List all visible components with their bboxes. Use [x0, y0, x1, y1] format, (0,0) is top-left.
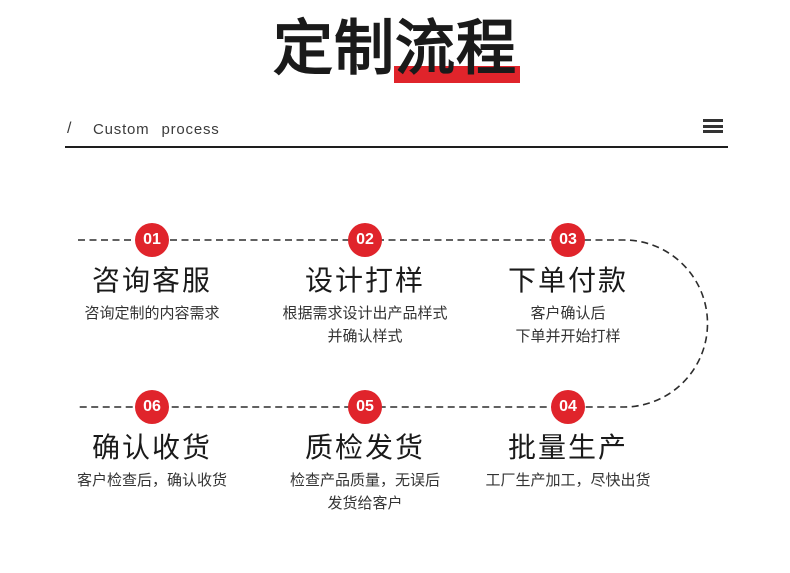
hamburger-menu-icon — [703, 119, 723, 133]
header-divider — [65, 146, 728, 148]
page-title: 定制流程 — [0, 8, 790, 90]
step-03-desc-line1: 客户确认后 — [530, 305, 606, 322]
step-04-desc-line1: 工厂生产加工，尽快出货 — [485, 472, 651, 489]
step-06-desc-line1: 客户检查后，确认收货 — [76, 472, 227, 489]
step-04-title: 批量生产 — [507, 432, 628, 463]
step-01-desc: 咨询定制的内容需求 — [36, 302, 268, 325]
step-05-title: 质检发货 — [304, 432, 425, 463]
step-06-title: 确认收货 — [91, 432, 212, 463]
page-title-plain: 定制 — [273, 15, 395, 82]
step-03-badge: 03 — [551, 223, 585, 257]
step-06-desc: 客户检查后，确认收货 — [36, 469, 268, 492]
step-03-desc: 客户确认后 下单并开始打样 — [452, 302, 684, 348]
subtitle-text: Custom process — [93, 121, 220, 138]
step-05: 05 质检发货 检查产品质量，无误后 发货给客户 — [249, 390, 481, 515]
page-title-highlight: 流程 — [394, 8, 520, 90]
step-04-badge: 04 — [551, 390, 585, 424]
step-02-desc-line1: 根据需求设计出产品样式 — [282, 305, 448, 322]
step-04: 04 批量生产 工厂生产加工，尽快出货 — [452, 390, 684, 492]
step-02-title: 设计打样 — [304, 265, 425, 296]
step-02: 02 设计打样 根据需求设计出产品样式 并确认样式 — [249, 223, 481, 348]
step-05-badge: 05 — [348, 390, 382, 424]
subtitle-row: / Custom process — [65, 118, 728, 142]
step-04-desc: 工厂生产加工，尽快出货 — [452, 469, 684, 492]
step-01: 01 咨询客服 咨询定制的内容需求 — [36, 223, 268, 325]
subtitle-slash: / — [67, 120, 72, 137]
step-02-desc-line2: 并确认样式 — [327, 328, 403, 345]
step-05-desc-line1: 检查产品质量，无误后 — [289, 472, 440, 489]
flow-dashed-path — [78, 239, 709, 408]
step-01-badge: 01 — [135, 223, 169, 257]
step-06-badge: 06 — [135, 390, 169, 424]
step-02-badge: 02 — [348, 223, 382, 257]
step-03-desc-line2: 下单并开始打样 — [515, 328, 621, 345]
step-01-desc-line1: 咨询定制的内容需求 — [84, 305, 220, 322]
step-03-title: 下单付款 — [507, 265, 628, 296]
step-06: 06 确认收货 客户检查后，确认收货 — [36, 390, 268, 492]
step-02-desc: 根据需求设计出产品样式 并确认样式 — [249, 302, 481, 348]
step-03: 03 下单付款 客户确认后 下单并开始打样 — [452, 223, 684, 348]
step-05-desc-line2: 发货给客户 — [327, 495, 403, 512]
step-05-desc: 检查产品质量，无误后 发货给客户 — [249, 469, 481, 515]
step-01-title: 咨询客服 — [91, 265, 212, 296]
